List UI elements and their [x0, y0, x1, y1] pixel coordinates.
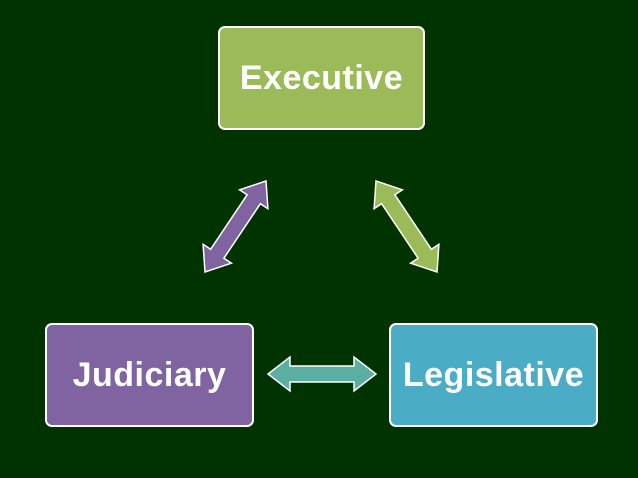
node-judiciary-label: Judiciary	[72, 355, 227, 394]
arrow-executive-judiciary	[202, 179, 269, 274]
node-legislative-label: Legislative	[402, 355, 585, 394]
arrow-executive-legislative	[373, 179, 440, 274]
node-judiciary: Judiciary	[45, 323, 254, 427]
node-executive: Executive	[218, 26, 425, 130]
node-legislative: Legislative	[389, 323, 598, 427]
arrow-judiciary-legislative	[266, 355, 378, 393]
node-executive-label: Executive	[239, 58, 404, 97]
